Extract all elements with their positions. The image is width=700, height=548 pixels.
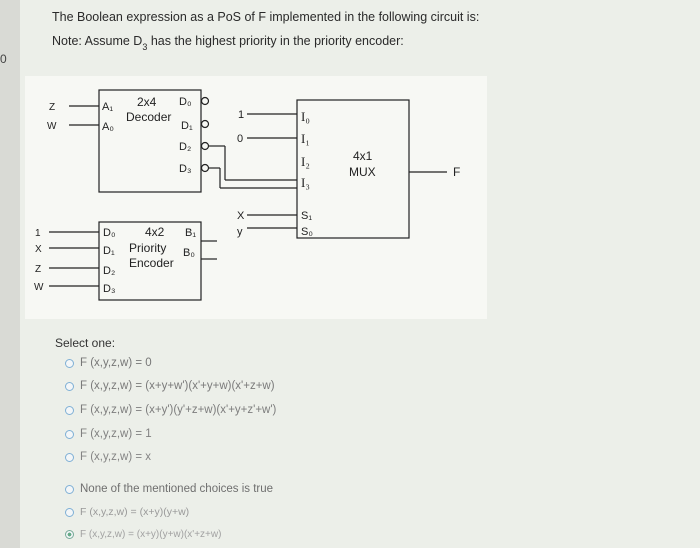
decoder-input-z: Z <box>49 102 55 113</box>
encoder-d1-label: D₁ <box>103 245 115 257</box>
choice-2[interactable]: F (x,y,z,w) = (x+y+w')(x'+y+w)(x'+z+w) <box>65 380 275 392</box>
encoder-b0-label: B₀ <box>183 247 195 259</box>
radio-button[interactable] <box>65 507 74 517</box>
choice-8[interactable]: F (x,y,z,w) = (x+y)(y+w)(x'+z+w) <box>65 529 221 540</box>
mux-i0-label: I₀ <box>301 109 310 124</box>
encoder-input-z: Z <box>35 264 41 275</box>
radio-button[interactable] <box>65 484 74 494</box>
decoder-a1-label: A₁ <box>102 101 113 113</box>
encoder-title: Encoder <box>129 256 174 270</box>
choice-label: F (x,y,z,w) = x <box>80 451 152 463</box>
choice-4[interactable]: F (x,y,z,w) = 1 <box>65 428 152 440</box>
choice-label: F (x,y,z,w) = 0 <box>80 357 152 369</box>
radio-button[interactable] <box>65 452 74 462</box>
radio-button[interactable] <box>65 405 74 415</box>
circuit-svg: Z W A₁ A₀ 2x4 Decoder D₀ D₁ D₂ D₃ 1 0 X … <box>34 89 460 301</box>
encoder-d2-label: D₂ <box>103 265 115 277</box>
decoder-d1-label: D₁ <box>181 120 193 132</box>
choice-5[interactable]: F (x,y,z,w) = x <box>65 451 151 463</box>
choice-1[interactable]: F (x,y,z,w) = 0 <box>65 357 152 369</box>
choice-label: F (x,y,z,w) = (x+y)(y+w)(x'+z+w) <box>80 529 222 540</box>
note-suffix: has the highest priority in the priority… <box>147 34 404 48</box>
decoder-title-size: 2x4 <box>137 95 157 109</box>
decoder-d2-label: D₂ <box>179 141 191 153</box>
radio-button[interactable] <box>65 358 74 368</box>
mux-title: MUX <box>349 165 376 179</box>
encoder-box <box>98 221 202 301</box>
choice-7[interactable]: F (x,y,z,w) = (x+y)(y+w) <box>65 506 189 518</box>
choice-label: F (x,y,z,w) = (x+y+w')(x'+y+w)(x'+z+w) <box>80 380 275 392</box>
radio-button-selected[interactable] <box>65 530 74 539</box>
radio-button[interactable] <box>65 429 74 439</box>
mux-s1-label: S₁ <box>301 210 312 222</box>
choice-6[interactable]: None of the mentioned choices is true <box>65 483 273 495</box>
choice-label: None of the mentioned choices is true <box>80 483 274 495</box>
decoder-d0-label: D₀ <box>179 96 192 108</box>
side-number: 0 <box>0 52 7 66</box>
mux-i1-label: I₁ <box>301 131 310 146</box>
question-note: Note: Assume D3 has the highest priority… <box>52 34 404 52</box>
encoder-input-w: W <box>34 282 44 293</box>
encoder-title-size: 4x2 <box>145 225 165 239</box>
decoder-a0-label: A₀ <box>102 121 114 133</box>
decoder-box <box>98 89 202 193</box>
circuit-diagram: Z W A₁ A₀ 2x4 Decoder D₀ D₁ D₂ D₃ 1 0 X … <box>25 76 487 319</box>
choice-label: F (x,y,z,w) = (x+y')(y'+z+w)(x'+y+z'+w') <box>80 404 277 416</box>
encoder-b1-label: B₁ <box>185 227 196 239</box>
mux-title-size: 4x1 <box>353 149 373 163</box>
radio-button[interactable] <box>65 381 74 391</box>
output-f-label: F <box>453 165 460 179</box>
decoder-title: Decoder <box>126 110 171 124</box>
mux-box <box>296 99 410 239</box>
mux-input-i1-value: 0 <box>237 133 243 145</box>
encoder-title-priority: Priority <box>129 241 166 255</box>
question-text: The Boolean expression as a PoS of F imp… <box>52 10 480 24</box>
decoder-input-w: W <box>47 121 57 132</box>
mux-input-i0-value: 1 <box>238 109 244 121</box>
encoder-d3-label: D₃ <box>103 283 115 295</box>
encoder-input-x: X <box>35 244 42 255</box>
mux-select-s0-value: y <box>237 226 243 238</box>
choice-label: F (x,y,z,w) = 1 <box>80 428 152 440</box>
question-card: The Boolean expression as a PoS of F imp… <box>20 0 700 548</box>
mux-i2-label: I₂ <box>301 154 310 169</box>
note-prefix: Note: Assume D <box>52 34 143 48</box>
mux-s0-label: S₀ <box>301 226 313 238</box>
decoder-d3-label: D₃ <box>179 163 191 175</box>
encoder-d0-label: D₀ <box>103 227 116 239</box>
mux-select-s1-value: X <box>237 210 245 222</box>
mux-i3-label: I₃ <box>301 175 310 190</box>
encoder-input-1: 1 <box>35 228 41 239</box>
note-subscript: 3 <box>142 42 148 52</box>
select-one-label: Select one: <box>55 336 116 350</box>
choice-3[interactable]: F (x,y,z,w) = (x+y')(y'+z+w)(x'+y+z'+w') <box>65 404 276 416</box>
choice-label: F (x,y,z,w) = (x+y)(y+w) <box>80 506 190 518</box>
